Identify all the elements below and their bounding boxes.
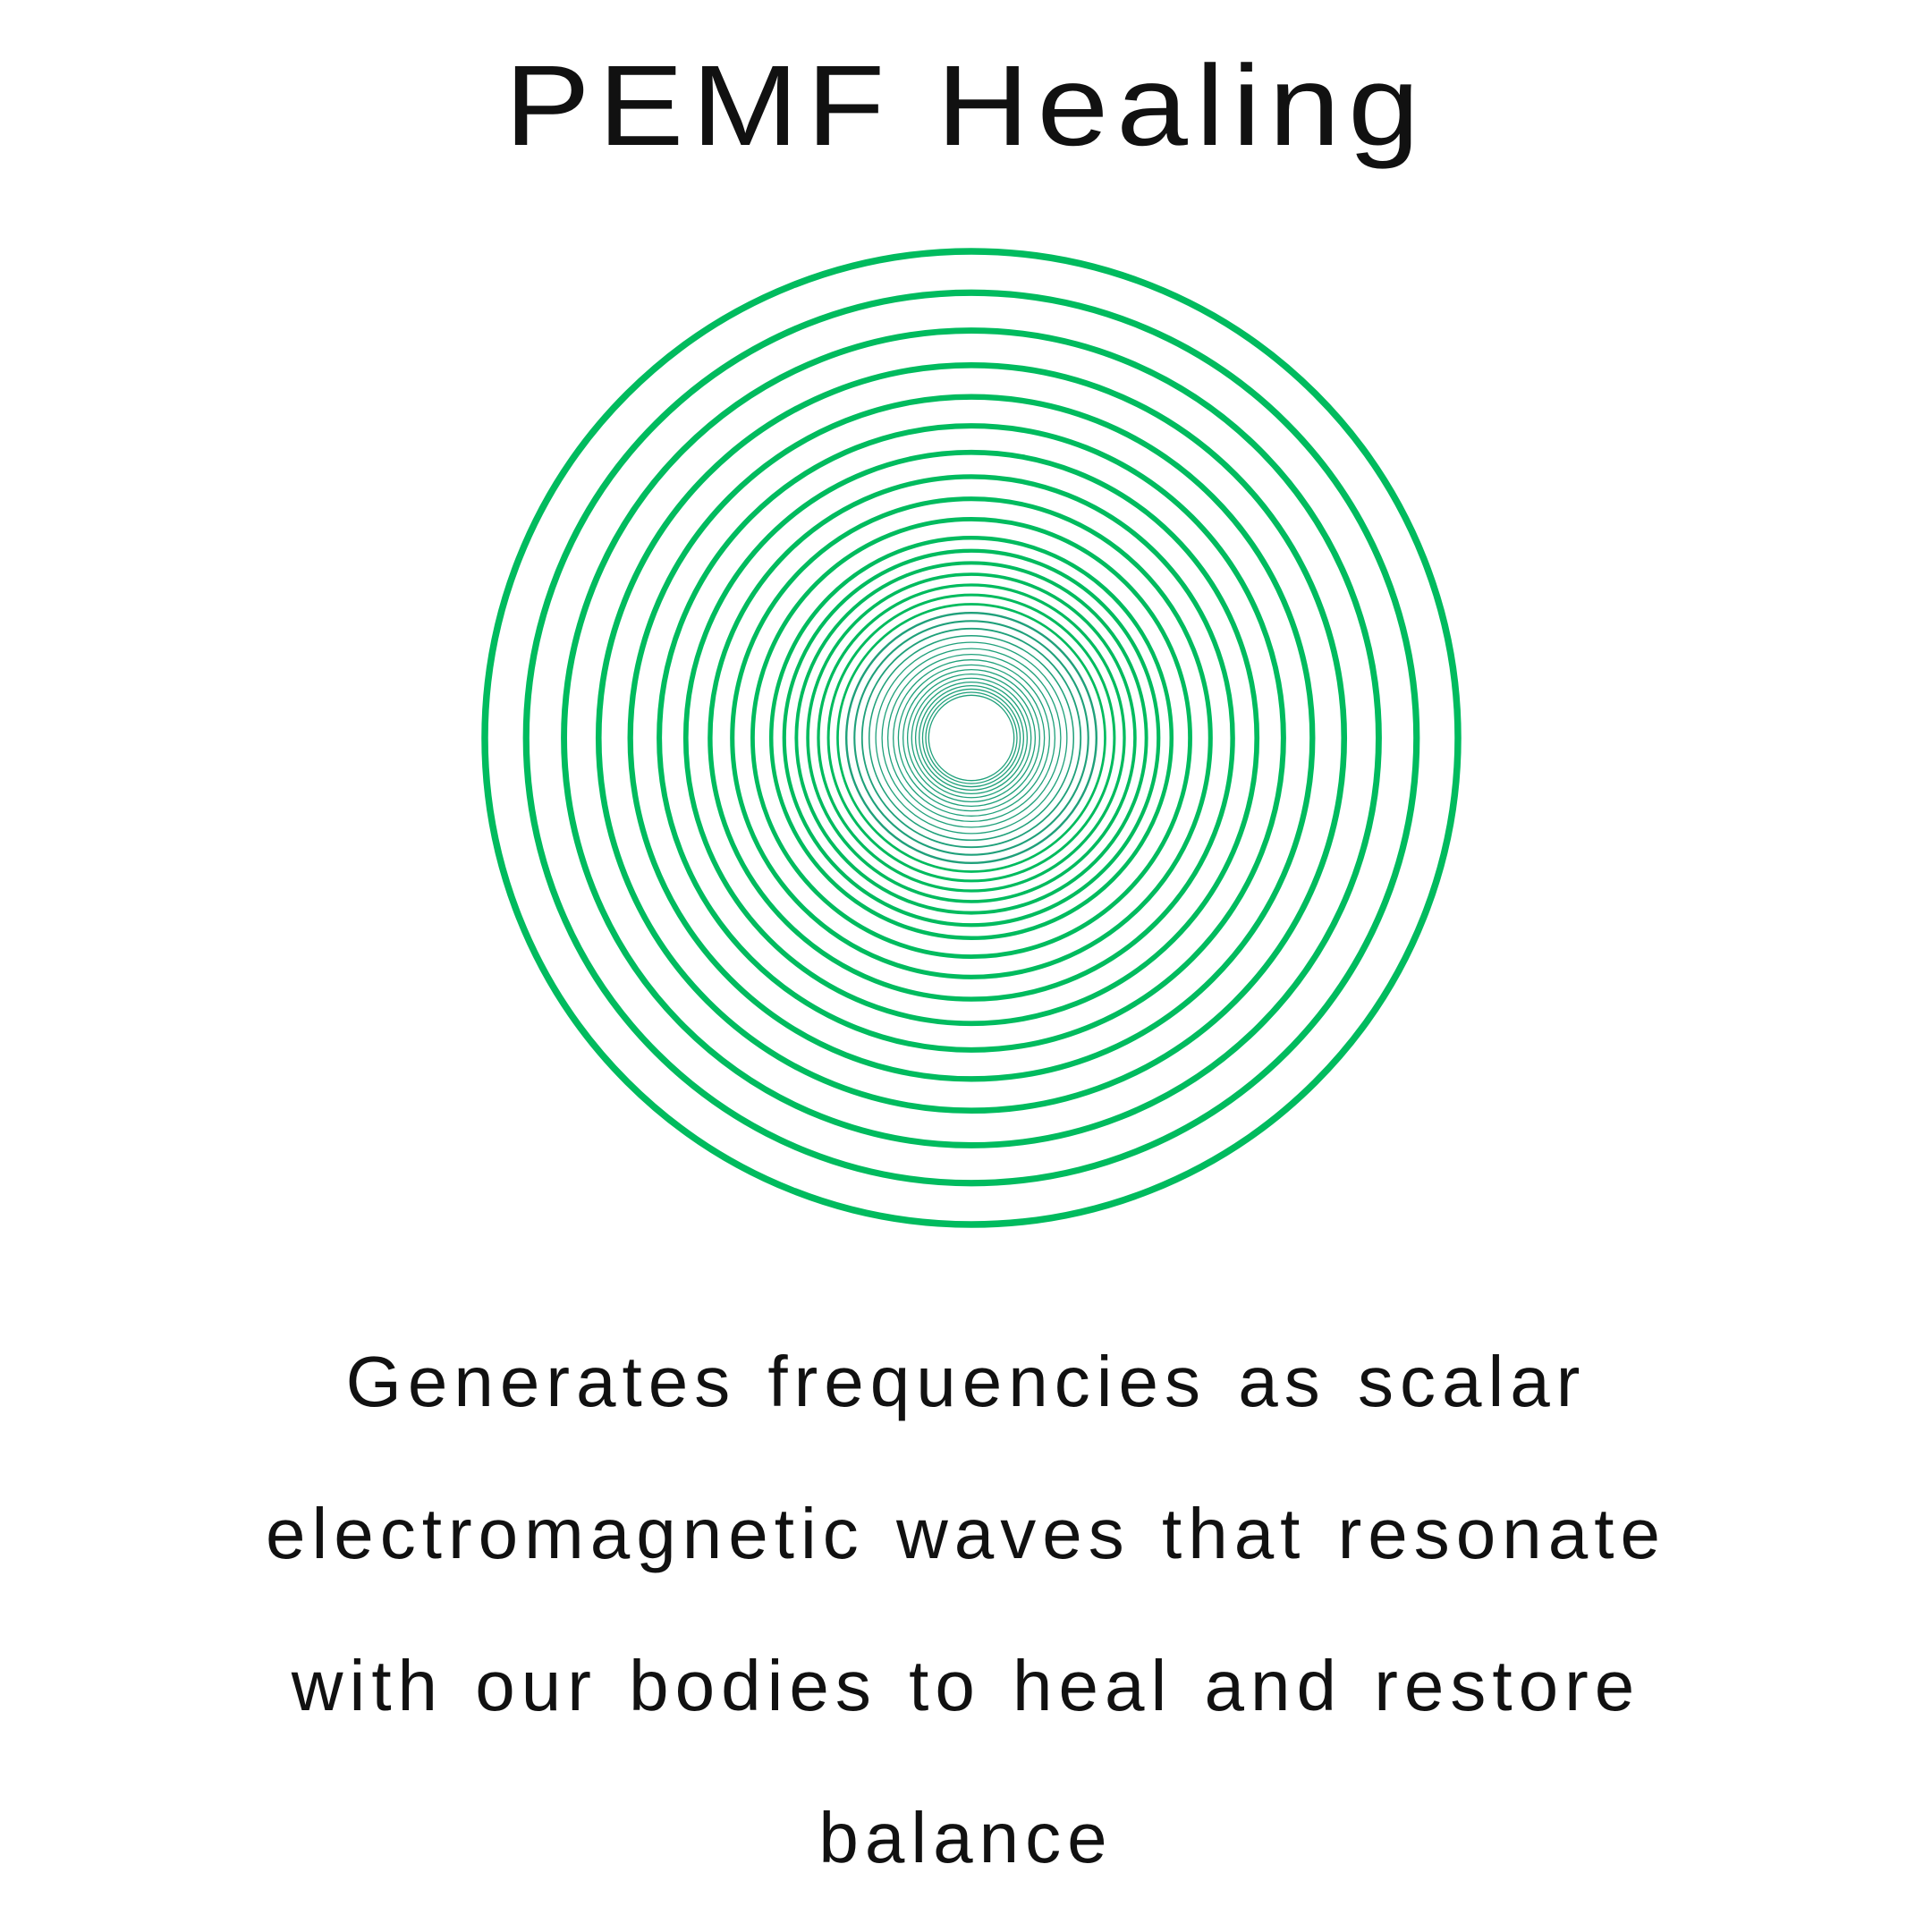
- description-line-3: with our bodies to heal and restore: [291, 1646, 1641, 1725]
- ring: [750, 517, 1192, 959]
- ring: [836, 603, 1106, 873]
- description-line-2: electromagnetic waves that resonate: [266, 1494, 1666, 1573]
- ring: [806, 572, 1137, 903]
- ring: [881, 648, 1062, 828]
- ring: [860, 627, 1082, 849]
- ring: [868, 634, 1075, 842]
- description: Generates frequencies as scalar electrom…: [36, 1306, 1896, 1914]
- ring: [522, 289, 1420, 1187]
- ring: [826, 593, 1116, 883]
- ring: [627, 394, 1316, 1082]
- ring: [875, 641, 1068, 835]
- ring: [730, 496, 1213, 979]
- ring: [893, 659, 1050, 817]
- ring: [921, 688, 1021, 788]
- ring: [897, 664, 1046, 812]
- ring: [886, 653, 1056, 823]
- ring: [911, 677, 1032, 799]
- ring: [928, 694, 1015, 782]
- page-title: PEMF Healing: [504, 42, 1428, 170]
- ring: [782, 548, 1161, 928]
- ring: [595, 361, 1348, 1114]
- ring: [561, 327, 1382, 1148]
- description-line-4: balance: [818, 1798, 1114, 1877]
- ring: [682, 449, 1260, 1027]
- ring: [914, 681, 1029, 795]
- description-line-1: Generates frequencies as scalar: [345, 1342, 1587, 1421]
- ring: [657, 423, 1286, 1053]
- ring: [925, 691, 1018, 784]
- ring: [918, 684, 1025, 792]
- ring: [906, 673, 1037, 803]
- ring: [768, 535, 1174, 941]
- ring: [794, 561, 1148, 915]
- ring: [853, 620, 1089, 856]
- ring: [817, 583, 1126, 893]
- ring: [845, 612, 1097, 864]
- ring: [481, 248, 1462, 1228]
- ring: [708, 474, 1235, 1002]
- ring: [902, 669, 1040, 807]
